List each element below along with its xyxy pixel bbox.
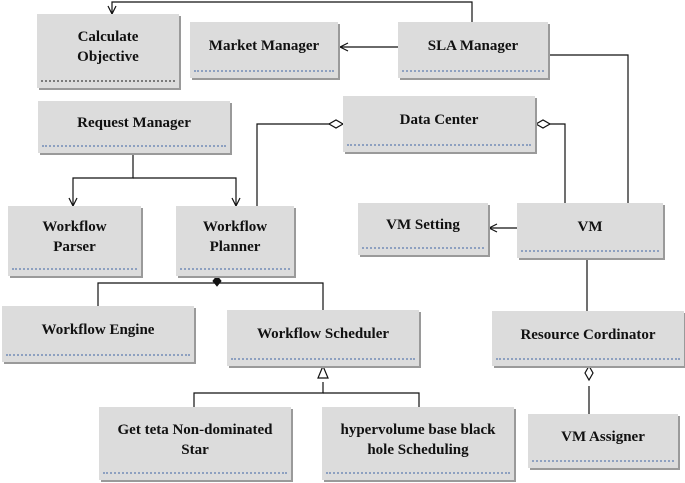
label-workflow-parser: Workflow Parser xyxy=(42,219,107,255)
label-vm: VM xyxy=(577,218,603,235)
box-workflow-engine: Workflow Engine xyxy=(2,306,194,362)
box-workflow-planner: Workflow Planner xyxy=(176,206,294,276)
box-workflow-scheduler: Workflow Scheduler xyxy=(227,310,419,366)
label-resource-cordinator: Resource Cordinator xyxy=(520,326,656,343)
edge-request-to-planner xyxy=(133,177,236,206)
box-hypervolume: hypervolume base black hole Scheduling xyxy=(322,407,514,480)
inheritance-triangle-scheduler xyxy=(317,364,329,379)
aggregation-diamond-resource xyxy=(584,364,594,382)
edge-datacenter-to-vm xyxy=(536,123,566,203)
box-calculate-objective: Calculate Objective xyxy=(37,14,179,88)
label-get-teta: Get teta Non-dominated Star xyxy=(117,421,273,458)
edge-sla-to-calculate xyxy=(112,1,473,22)
label-vm-setting: VM Setting xyxy=(386,217,460,233)
label-hypervolume: hypervolume base black hole Scheduling xyxy=(340,421,496,458)
label-sla-manager: SLA Manager xyxy=(427,38,519,54)
aggregation-diamond-datacenter-right xyxy=(534,119,552,129)
box-vm-setting: VM Setting xyxy=(358,203,488,255)
label-request-manager: Request Manager xyxy=(77,115,191,131)
box-get-teta: Get teta Non-dominated Star xyxy=(99,407,291,480)
label-calculate-objective: Calculate Objective xyxy=(77,29,139,65)
box-vm: VM xyxy=(517,203,663,258)
aggregation-diamond-datacenter-left xyxy=(327,119,345,129)
box-request-manager: Request Manager xyxy=(38,101,230,153)
box-workflow-parser: Workflow Parser xyxy=(8,206,141,276)
label-workflow-planner: Workflow Planner xyxy=(202,219,268,255)
box-market-manager: Market Manager xyxy=(190,22,338,78)
edge-planner-composition xyxy=(97,282,217,306)
edge-sla-to-vm xyxy=(548,54,629,203)
composition-diamond-planner xyxy=(212,275,222,287)
edge-scheduler-inheritance xyxy=(193,382,324,407)
box-sla-manager: SLA Manager xyxy=(398,22,548,78)
label-vm-assigner: VM Assigner xyxy=(561,429,645,445)
edge-request-to-parser xyxy=(73,152,134,206)
label-data-center: Data Center xyxy=(399,112,479,128)
box-vm-assigner: VM Assigner xyxy=(528,414,678,468)
label-workflow-scheduler: Workflow Scheduler xyxy=(256,326,390,342)
label-market-manager: Market Manager xyxy=(208,38,320,54)
label-workflow-engine: Workflow Engine xyxy=(41,322,155,338)
box-data-center: Data Center xyxy=(343,96,535,152)
edge-datacenter-to-planner xyxy=(256,123,343,206)
box-resource-cordinator: Resource Cordinator xyxy=(492,311,684,366)
